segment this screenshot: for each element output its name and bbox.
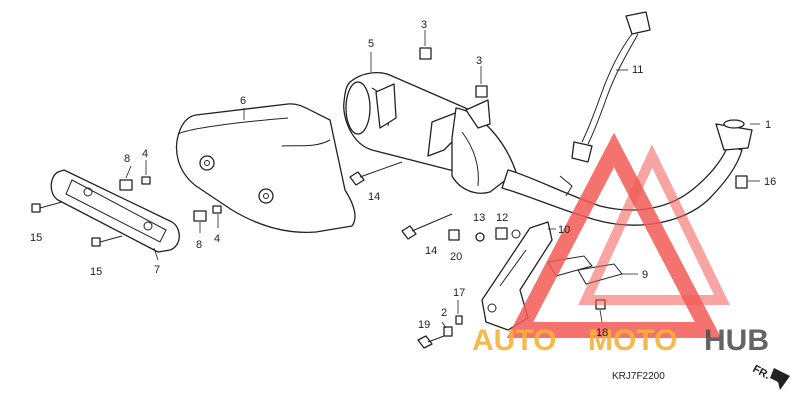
callout-6: 6 — [240, 95, 246, 107]
washer-13 — [475, 232, 485, 242]
grommet-4-upper — [141, 176, 151, 185]
callouts: 1 2 3 3 4 4 5 6 7 8 8 9 10 11 12 13 14 1… — [30, 19, 776, 339]
grommet-4-lower — [212, 205, 222, 214]
front-direction-label: FR. — [751, 363, 772, 382]
callout-19: 19 — [418, 319, 430, 331]
callout-3b: 3 — [476, 55, 482, 67]
callout-8a: 8 — [124, 153, 130, 165]
callout-15b: 15 — [90, 266, 102, 278]
muffler-part — [343, 71, 517, 194]
watermark-logo: AUTO MOTO HUB — [472, 132, 769, 357]
collar-8-upper — [119, 179, 133, 191]
callout-14b: 14 — [425, 245, 437, 257]
heat-shield-part — [175, 103, 356, 234]
bolt-14-lower — [401, 213, 453, 240]
callout-2: 2 — [441, 307, 447, 319]
callout-14a: 14 — [368, 191, 380, 203]
collar-8-lower — [193, 210, 207, 222]
gasket-plate-part — [50, 169, 180, 253]
watermark-hub: HUB — [704, 324, 769, 357]
mounting-bracket-part — [481, 221, 553, 331]
callout-9: 9 — [642, 269, 648, 281]
callout-16: 16 — [764, 176, 776, 188]
callout-1: 1 — [765, 119, 771, 131]
nut-12 — [495, 227, 508, 240]
callout-15a: 15 — [30, 232, 42, 244]
diagram-code: KRJ7F2200 — [612, 371, 665, 382]
callout-11: 11 — [632, 64, 643, 76]
bolt-19 — [417, 335, 445, 349]
nut-3-lower — [475, 85, 488, 98]
bolt-17 — [455, 315, 463, 325]
bolt-15-lower — [91, 235, 123, 247]
callout-12: 12 — [496, 212, 508, 224]
callout-20: 20 — [450, 251, 462, 263]
watermark-triangle-outer — [506, 132, 722, 338]
front-direction-marker: FR. — [751, 363, 790, 390]
callout-4a: 4 — [142, 148, 148, 160]
callout-10: 10 — [558, 224, 570, 236]
watermark-auto: AUTO — [472, 324, 556, 357]
bolt-20 — [448, 229, 460, 241]
callout-17: 17 — [453, 287, 465, 299]
front-direction-arrow-icon — [770, 368, 790, 390]
leader-lines — [125, 30, 760, 329]
callout-5: 5 — [368, 38, 374, 50]
nut-16 — [735, 175, 748, 189]
bolt-15-upper — [31, 201, 63, 213]
bolt-14-upper — [349, 161, 403, 186]
washer-2 — [443, 326, 453, 337]
callout-4b: 4 — [214, 233, 220, 245]
callout-7: 7 — [154, 264, 160, 276]
watermark-moto: MOTO — [588, 324, 677, 357]
nut-3-upper — [419, 47, 432, 60]
o2-sensor-part — [571, 11, 651, 163]
watermark-triangle-inner — [578, 144, 730, 305]
callout-13: 13 — [473, 212, 485, 224]
callout-18: 18 — [596, 327, 608, 339]
callout-3a: 3 — [421, 19, 427, 31]
callout-8b: 8 — [196, 239, 202, 251]
exhaust-pipe-part — [501, 119, 753, 226]
